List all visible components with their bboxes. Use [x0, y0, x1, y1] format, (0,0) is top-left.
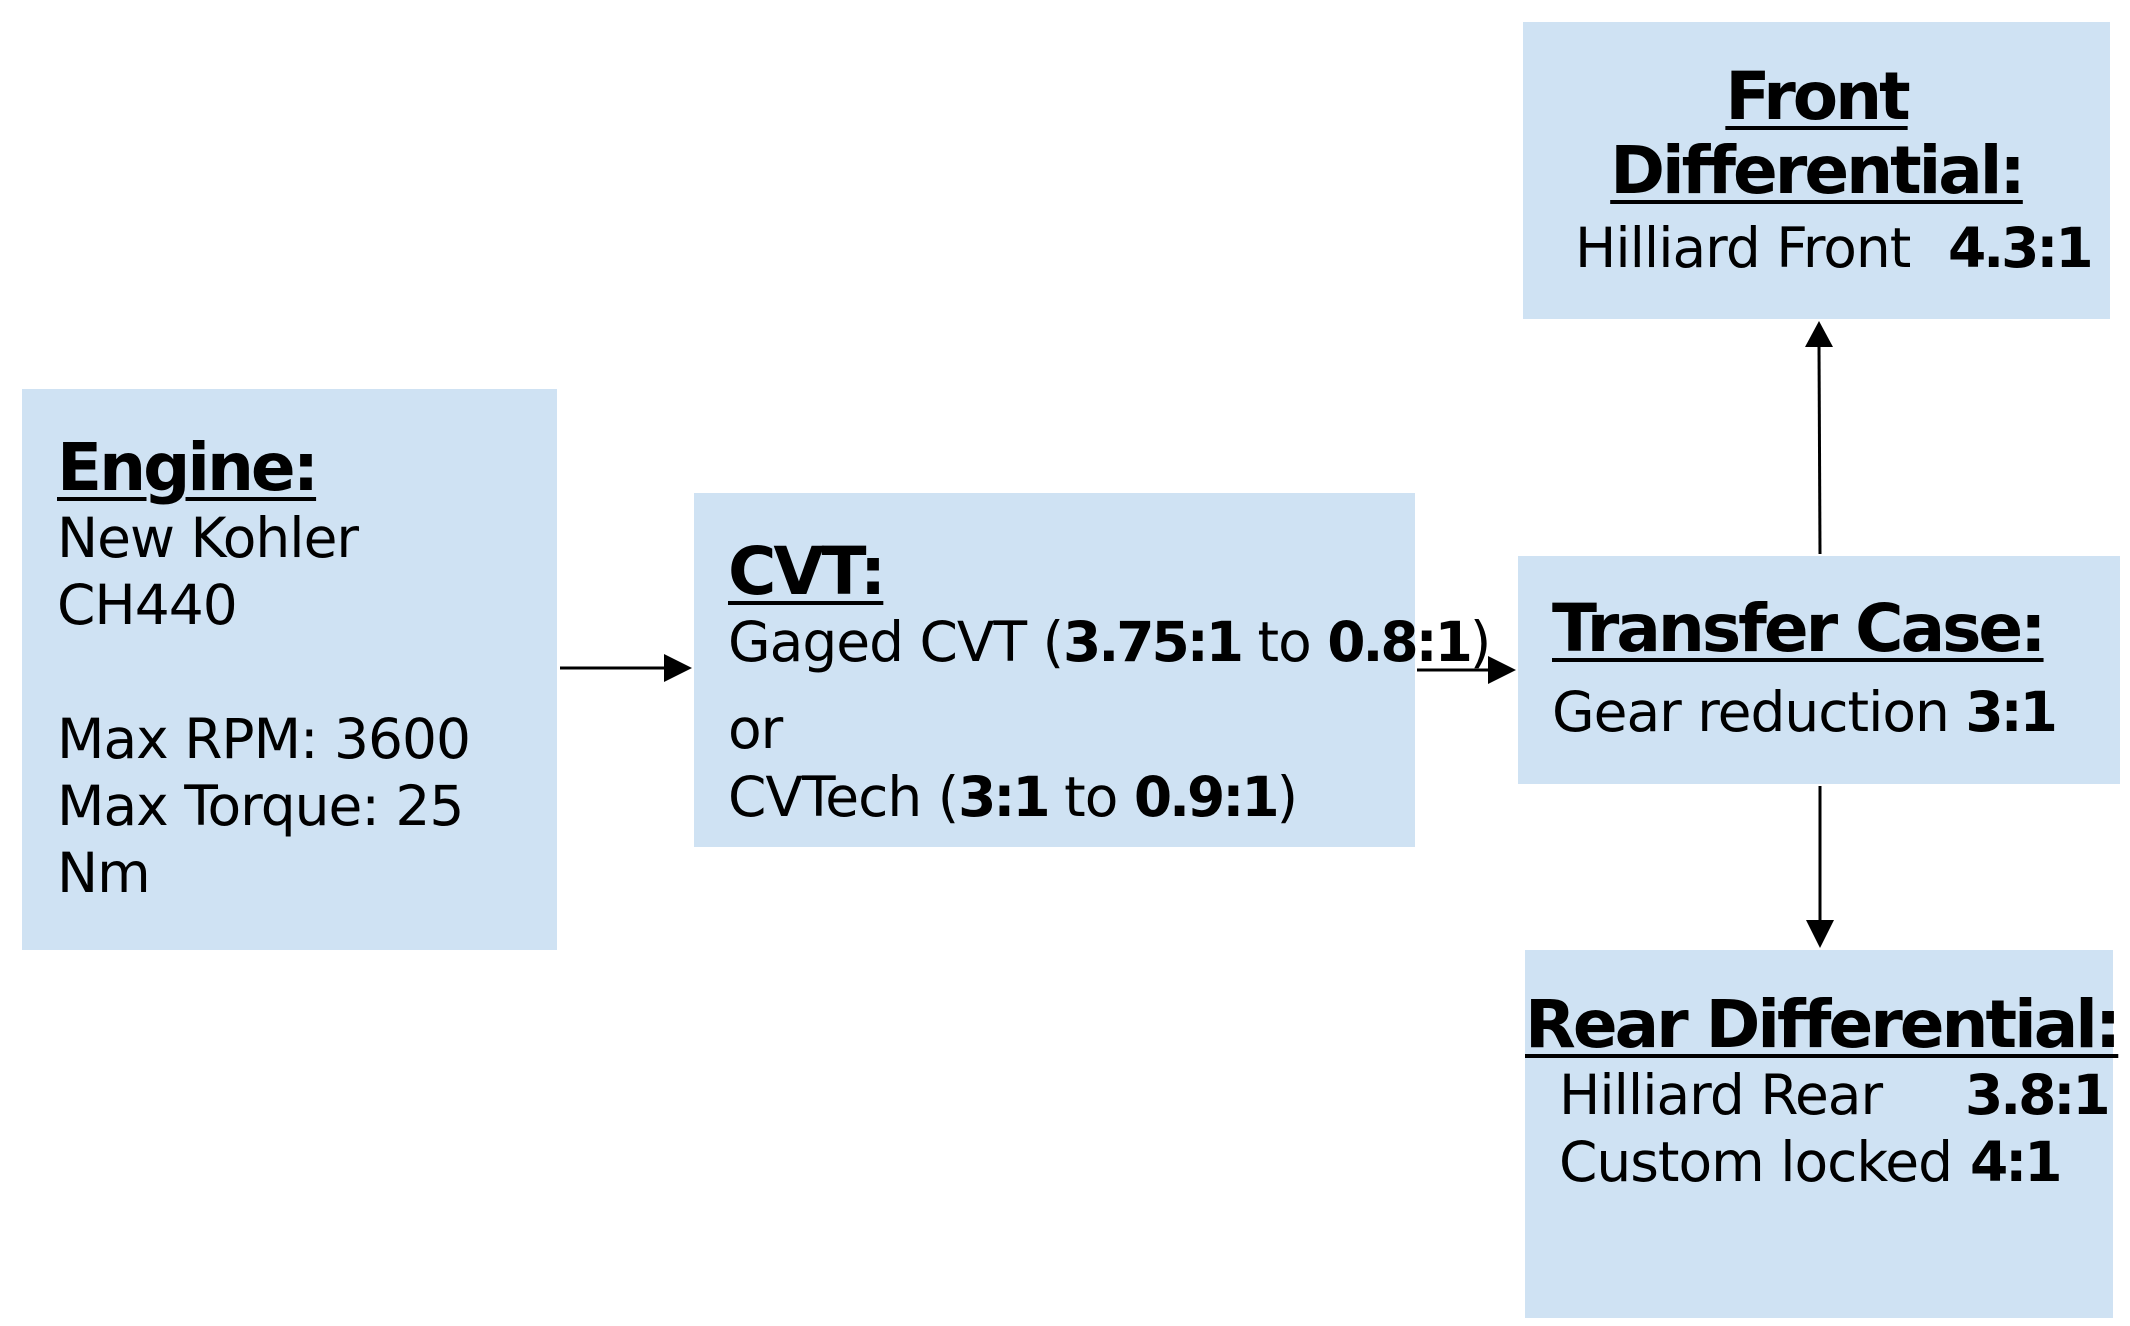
- cvt-option-2-from: 3:1: [958, 765, 1051, 829]
- front-differential-title-line-1: Front: [1523, 60, 2110, 134]
- cvt-option-1-close: ): [1469, 610, 1491, 674]
- cvt-option-2-to: 0.9:1: [1133, 765, 1280, 829]
- rear-differential-row-2-label: Custom locked: [1559, 1130, 1953, 1194]
- arrowhead-transfer-to-front: [1805, 321, 1833, 347]
- cvt-option-1-to: 0.8:1: [1327, 610, 1473, 674]
- rear-differential-box: Rear Differential: Hilliard Rear 3.8:1 C…: [1525, 950, 2121, 1318]
- transfer-case-line: Gear reduction 3:1: [1552, 679, 2058, 746]
- engine-line-1: New Kohler: [57, 506, 359, 570]
- engine-title: Engine:: [57, 429, 319, 506]
- engine-line-2: CH440: [57, 573, 238, 637]
- arrowhead-cvt-to-transfer: [1488, 656, 1516, 684]
- transfer-case-title: Transfer Case:: [1552, 590, 2047, 667]
- cvt-box: CVT: Gaged CVT (3.75:1 to 0.8:1) or CVTe…: [694, 493, 1491, 847]
- cvt-option-1-from: 3.75:1: [1063, 610, 1244, 674]
- cvt-option-2-close: ): [1276, 765, 1298, 829]
- front-differential-title-line-2: Differential:: [1610, 132, 2026, 209]
- cvt-option-1: Gaged CVT (3.75:1 to 0.8:1): [728, 609, 1491, 676]
- rear-differential-row-1-label: Hilliard Rear: [1559, 1063, 1883, 1127]
- cvt-option-1-name: Gaged CVT (: [728, 610, 1064, 674]
- arrowhead-transfer-to-rear: [1806, 920, 1834, 948]
- cvt-option-2-to-word: to: [1047, 765, 1134, 829]
- cvt-option-2: CVTech (3:1 to 0.9:1): [728, 764, 1298, 831]
- arrowhead-engine-to-cvt: [664, 654, 692, 682]
- engine-line-5: Nm: [57, 841, 151, 905]
- engine-line-3: Max RPM: 3600: [57, 707, 471, 771]
- rear-differential-row-2-ratio: 4:1: [1970, 1130, 2063, 1194]
- transfer-case-label: Gear reduction: [1552, 680, 1966, 744]
- front-differential-title-1-text: Front: [1725, 58, 1910, 135]
- rear-differential-row-1-ratio: 3.8:1: [1965, 1063, 2111, 1127]
- front-differential-box: Front Differential: Hilliard Front 4.3:1: [1523, 22, 2110, 319]
- cvt-or: or: [728, 697, 783, 761]
- front-differential-label: Hilliard Front: [1575, 216, 1911, 280]
- transfer-case-box: Transfer Case: Gear reduction 3:1: [1518, 556, 2120, 784]
- engine-line-4: Max Torque: 25: [57, 774, 464, 838]
- transfer-case-ratio: 3:1: [1965, 680, 2058, 744]
- front-differential-ratio: 4.3:1: [1948, 216, 2094, 280]
- cvt-option-2-name: CVTech (: [728, 765, 959, 829]
- cvt-option-1-to-word: to: [1241, 610, 1328, 674]
- arrow-transfer-to-front: [1817, 344, 1822, 555]
- cvt-title: CVT:: [728, 533, 886, 610]
- rear-differential-title: Rear Differential:: [1525, 986, 2121, 1063]
- engine-box: Engine: New Kohler CH440 Max RPM: 3600 M…: [22, 389, 557, 950]
